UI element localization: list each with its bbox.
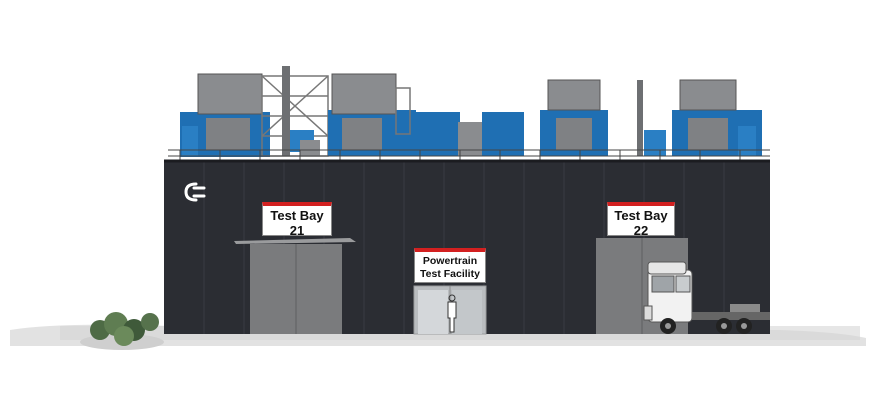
roof-railing (168, 149, 770, 160)
truck (643, 261, 770, 334)
canopy-bay-21 (234, 238, 356, 244)
rooftop-equipment-1 (180, 73, 270, 157)
person-silhouette (447, 294, 457, 333)
sign-facility-line2: Test Facility (420, 268, 480, 280)
sign-facility-line1: Powertrain (422, 255, 478, 267)
sign-powertrain-test-facility: Powertrain Test Facility (414, 248, 486, 283)
shrubs (80, 312, 164, 350)
sign-test-bay-22-number: 22 (633, 223, 649, 238)
exhaust-stack-2 (637, 80, 643, 156)
sign-test-bay-22-line1: Test Bay (614, 208, 668, 223)
sign-test-bay-21-line1: Test Bay (270, 208, 324, 223)
rooftop-box (644, 130, 666, 156)
rooftop-equipment-4 (540, 79, 608, 156)
sign-test-bay-21-number: 21 (289, 223, 305, 238)
rooftop-equipment-2 (328, 73, 416, 156)
sign-test-bay-22: Test Bay 22 (607, 202, 675, 238)
rooftop-equipment-5 (672, 79, 762, 156)
duct-grey (300, 140, 320, 156)
door-bay-21 (250, 244, 342, 334)
rooftop-equipment-3 (416, 112, 524, 156)
sign-test-bay-21: Test Bay 21 (262, 202, 332, 238)
cummins-logo (184, 182, 206, 202)
exhaust-stack-1 (282, 66, 290, 156)
